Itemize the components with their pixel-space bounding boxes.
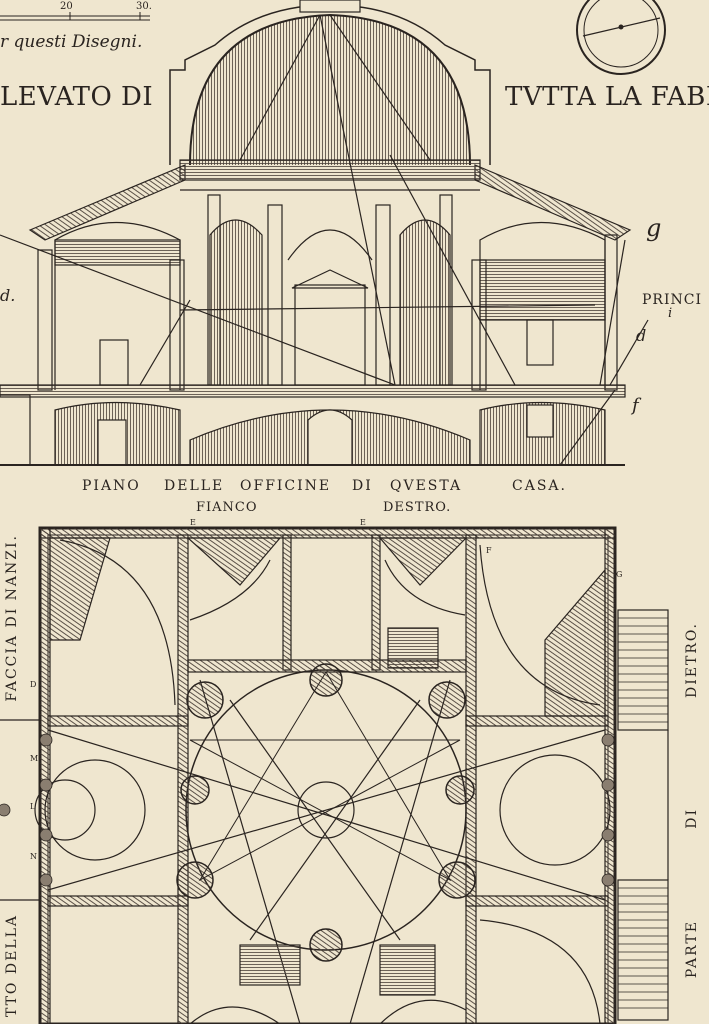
scale-tick-30: 30. (136, 1, 152, 12)
side-label-dietro: DIETRO. (684, 622, 700, 698)
caption-drawings: r questi Disegni. (0, 32, 143, 52)
plan-letter-f: F (486, 546, 492, 555)
section-letter-g: g (646, 214, 662, 242)
plan-header-destro: DESTRO. (383, 500, 452, 515)
section-letter-d-right: d (636, 326, 647, 345)
section-label-princi: PRINCI (642, 292, 702, 308)
scale-tick-20: 20 (60, 1, 73, 12)
plan-letter-l: L (30, 802, 36, 811)
plan-letter-e2: E (360, 518, 366, 527)
plan-header-casa: CASA. (512, 478, 567, 494)
title-whole-building: TVTTA LA FABR (505, 82, 709, 112)
section-letter-f: f (632, 395, 639, 416)
plan-header-questa: QVESTA (390, 478, 463, 494)
plan-letter-g: G (616, 570, 623, 579)
plan-letter-e1: E (190, 518, 196, 527)
plan-header-di: DI (352, 478, 373, 494)
plan-header-piano: PIANO (82, 478, 141, 494)
plan-letter-m: M (30, 754, 39, 763)
section-letter-i: i (668, 306, 673, 321)
floor-plan (0, 526, 669, 1024)
side-label-front-facade: FACCIA DI NANZI. (4, 534, 20, 702)
section-letter-d-left: d. (0, 286, 16, 305)
plan-header-delle: DELLE (164, 478, 225, 494)
side-label-tto-della: TTO DELLA (4, 914, 20, 1018)
plan-letter-d: D (30, 680, 37, 689)
side-label-di: DI (684, 808, 700, 829)
side-label-parte: PARTE (684, 920, 700, 979)
section-elevation (0, 0, 649, 466)
scale-bar (0, 12, 150, 21)
title-elevation: LEVATO DI (0, 82, 154, 112)
plan-letter-n: N (30, 852, 37, 861)
compass-rose (576, 0, 666, 75)
plan-header-fianco: FIANCO (196, 500, 258, 515)
plan-header-officine: OFFICINE (240, 478, 332, 494)
